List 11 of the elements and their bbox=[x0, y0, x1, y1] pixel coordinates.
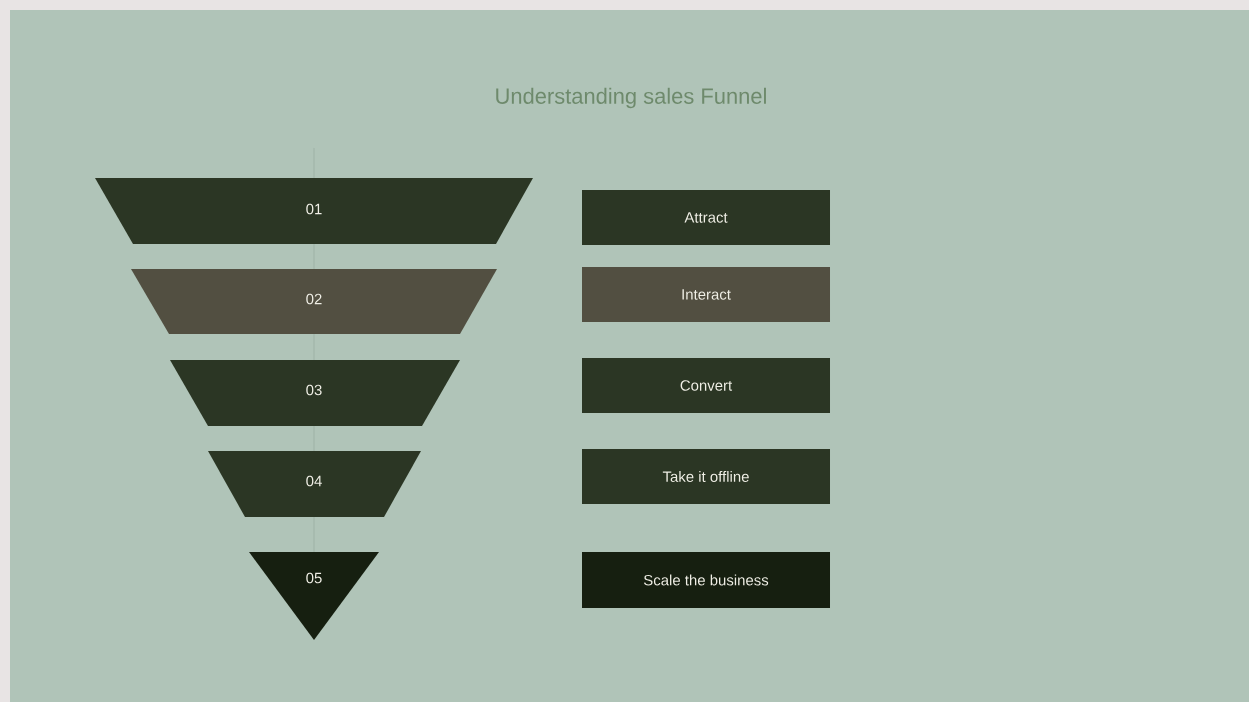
stage-box: Interact bbox=[582, 267, 830, 322]
title: Understanding sales Funnel bbox=[496, 87, 766, 109]
funnel-segment: 02 bbox=[131, 269, 497, 334]
stage-box: Scale the business bbox=[582, 552, 830, 608]
stage-box: Convert bbox=[582, 358, 830, 413]
funnel-segment: 03 bbox=[170, 360, 460, 426]
funnel-segment: 04 bbox=[208, 451, 421, 517]
stage-box: Take it offline bbox=[582, 449, 830, 504]
funnel-segment: 01 bbox=[95, 178, 533, 244]
funnel-triangle: 05 bbox=[249, 552, 379, 640]
stage-box: Attract bbox=[582, 190, 830, 245]
